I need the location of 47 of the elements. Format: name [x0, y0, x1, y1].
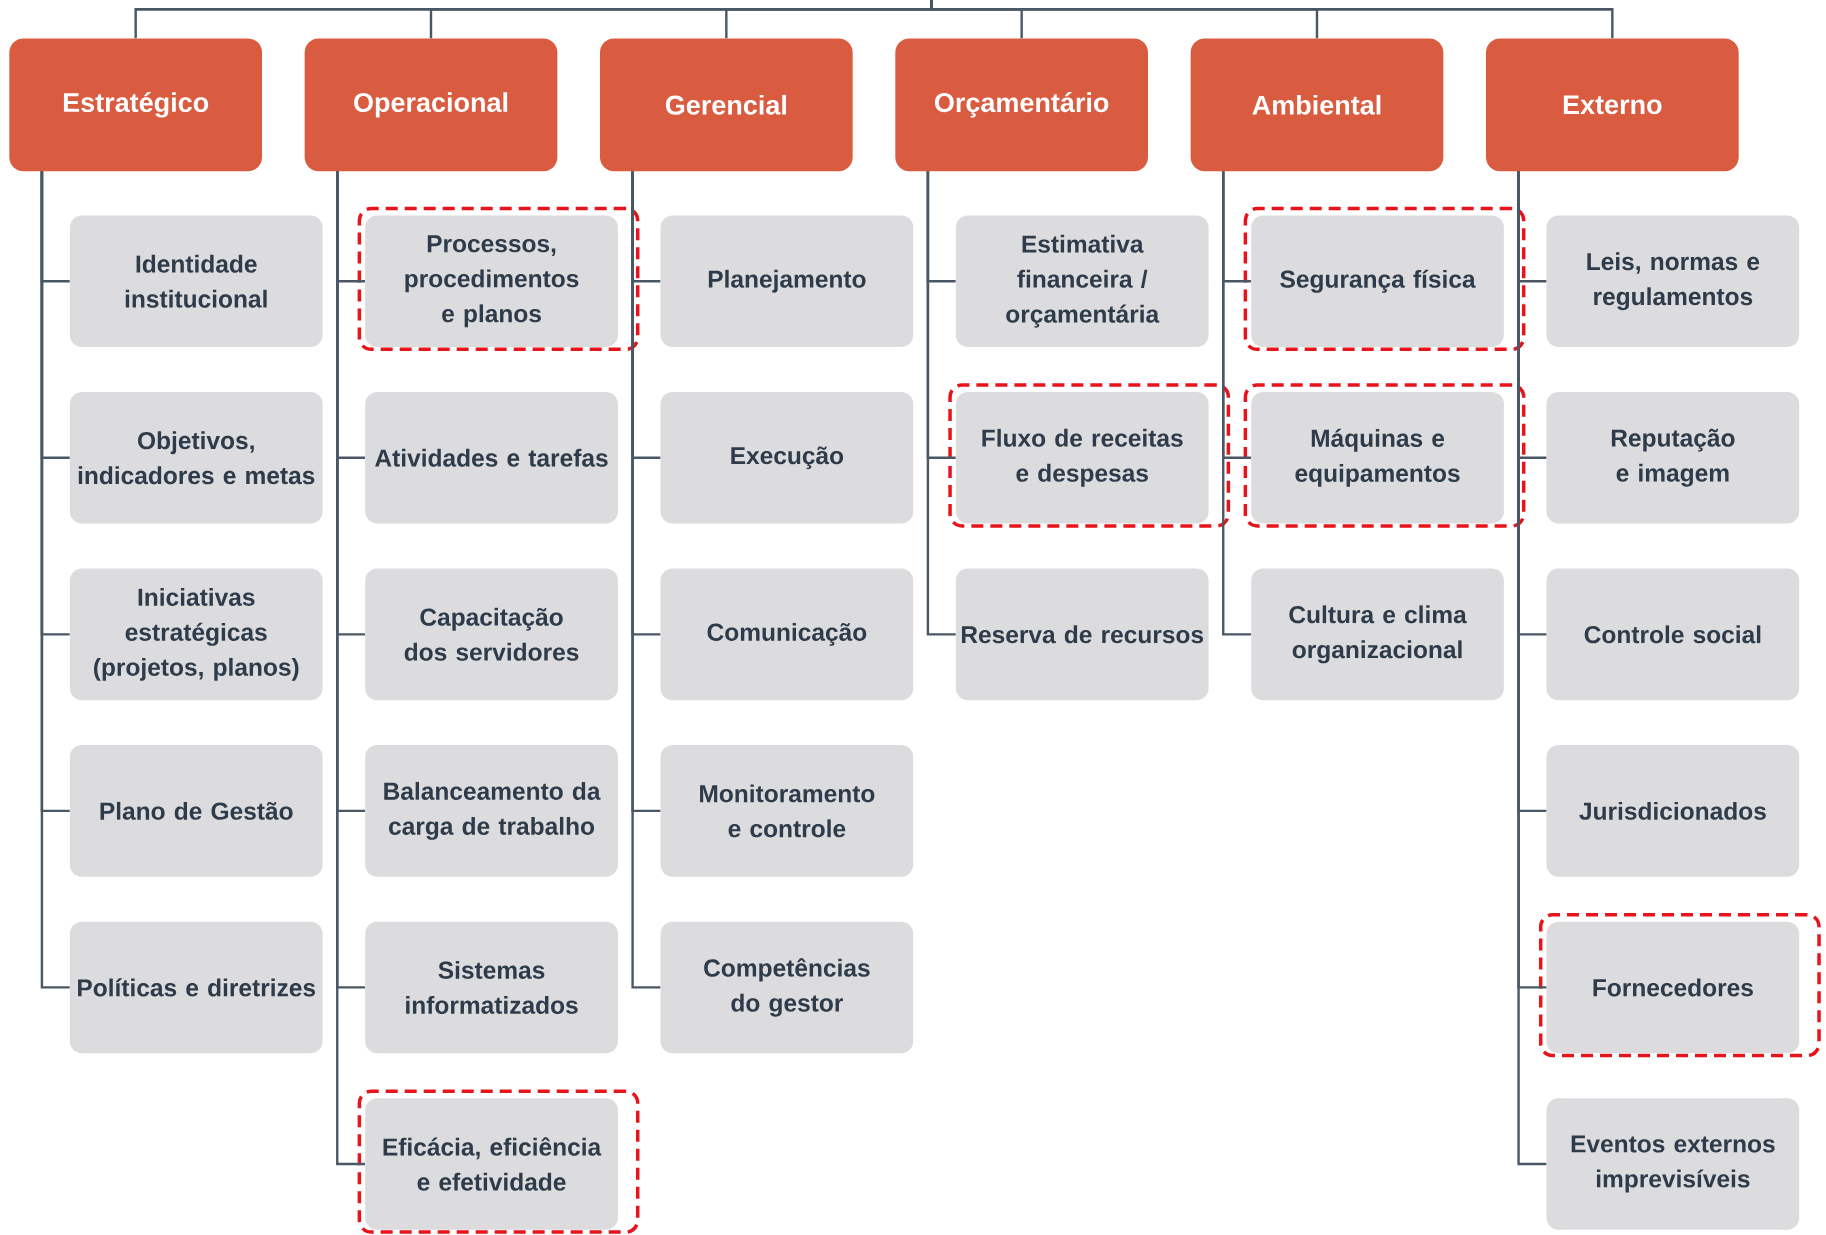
risk-box: Máquinas e equipamentos	[1251, 392, 1504, 524]
risk-box: Reputação e imagem	[1546, 392, 1800, 524]
risk-box: Identidade institucional	[69, 215, 323, 348]
risk-box: Eficácia, eficiência e efetividade	[365, 1098, 618, 1230]
risk-box: Planejamento	[660, 215, 914, 348]
risk-box: Balanceamento da carga de trabalho	[365, 745, 618, 877]
risk-box: Iniciativas estratégicas (projetos, planos)	[69, 568, 323, 701]
risk-box: Processos, procedimentos e planos	[365, 215, 618, 348]
risk-box: Execução	[660, 392, 914, 524]
risk-box: Políticas e diretrizes	[69, 921, 323, 1054]
risk-box: Competências do gestor	[660, 921, 914, 1054]
risk-box: Eventos externos imprevisíveis	[1546, 1098, 1800, 1230]
risk-box: Sistemas informatizados	[365, 921, 618, 1054]
category-tab: Estratégico	[9, 38, 263, 172]
highlight-frame	[1538, 912, 1821, 1058]
category-tab: Orçamentário	[895, 38, 1148, 172]
risk-box: Jurisdicionados	[1546, 745, 1800, 877]
category-tab: Ambiental	[1190, 38, 1444, 172]
risk-box: Fornecedores	[1546, 921, 1800, 1054]
connector-line	[1517, 171, 1547, 1166]
highlight-frame	[1243, 383, 1526, 528]
category-tab: Gerencial	[599, 38, 853, 172]
category-tab: Operacional	[304, 38, 558, 172]
connector-line	[631, 171, 661, 989]
connector-line	[926, 171, 956, 636]
highlight-frame	[357, 206, 640, 352]
risk-box: Monitoramento e controle	[660, 745, 914, 877]
connector-line	[1222, 171, 1251, 636]
risk-box: Plano de Gestão	[69, 745, 323, 877]
risk-box: Atividades e tarefas	[365, 392, 618, 524]
risk-box: Cultura e clima organizacional	[1251, 568, 1504, 701]
risk-box: Capacitação dos servidores	[365, 568, 618, 701]
risk-box: Reserva de recursos	[955, 568, 1209, 701]
risk-box: Objetivos, indicadores e metas	[69, 392, 323, 524]
connector-line	[40, 171, 70, 989]
risk-box: Comunicação	[660, 568, 914, 701]
connector-line	[336, 171, 365, 1166]
risk-box: Fluxo de receitas e despesas	[955, 392, 1209, 524]
highlight-frame	[1243, 206, 1526, 352]
highlight-frame	[948, 383, 1231, 528]
risk-box: Controle social	[1546, 568, 1800, 701]
highlight-frame	[357, 1089, 640, 1234]
category-tab: Externo	[1485, 38, 1739, 172]
connector-line	[930, 0, 1614, 39]
risk-box: Estimativa financeira / orçamentária	[955, 215, 1209, 348]
risk-box: Leis, normas e regulamentos	[1546, 215, 1800, 348]
risk-box: Segurança física	[1251, 215, 1504, 348]
